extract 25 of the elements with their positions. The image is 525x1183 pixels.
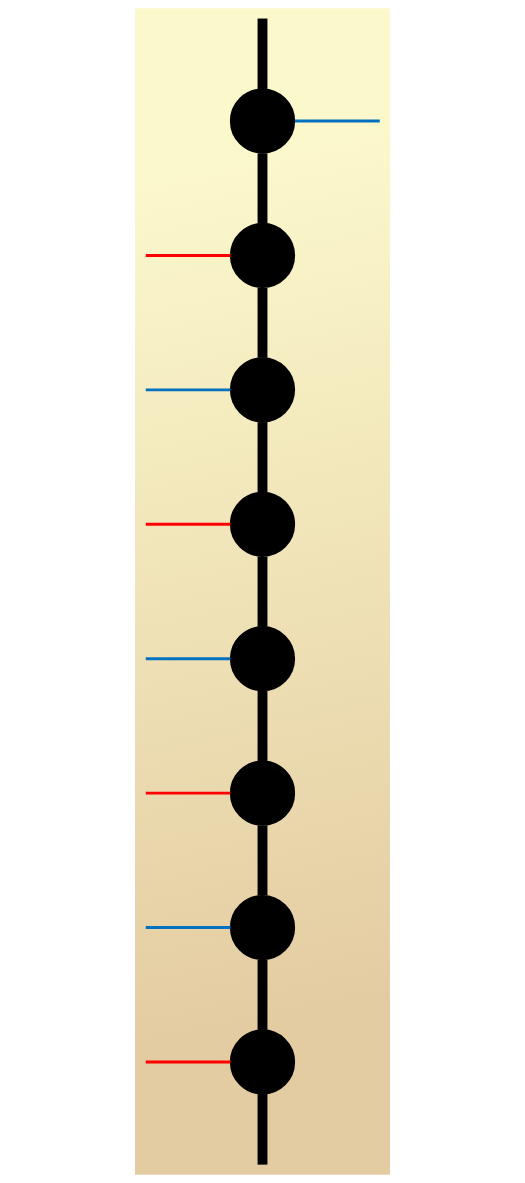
connector [257,825,268,896]
node-circle [229,1029,296,1095]
connector [257,556,268,627]
connector [257,959,268,1030]
node-circle [229,222,296,289]
connector [145,791,231,795]
node-circle [229,491,296,557]
connector [145,657,231,661]
node-circle [229,894,296,961]
connector [145,388,231,392]
connector [257,18,268,90]
connector [257,422,268,493]
node-circle [229,357,296,423]
connector [145,253,231,257]
connector [257,1093,268,1165]
connector [294,119,380,123]
connector [257,690,268,762]
node-circle [229,626,296,692]
connector [145,1060,231,1064]
connector [145,926,231,930]
connector [145,522,231,526]
connector [257,287,268,358]
connector [257,153,268,224]
node-circle [229,88,296,154]
node-circle [229,760,296,826]
